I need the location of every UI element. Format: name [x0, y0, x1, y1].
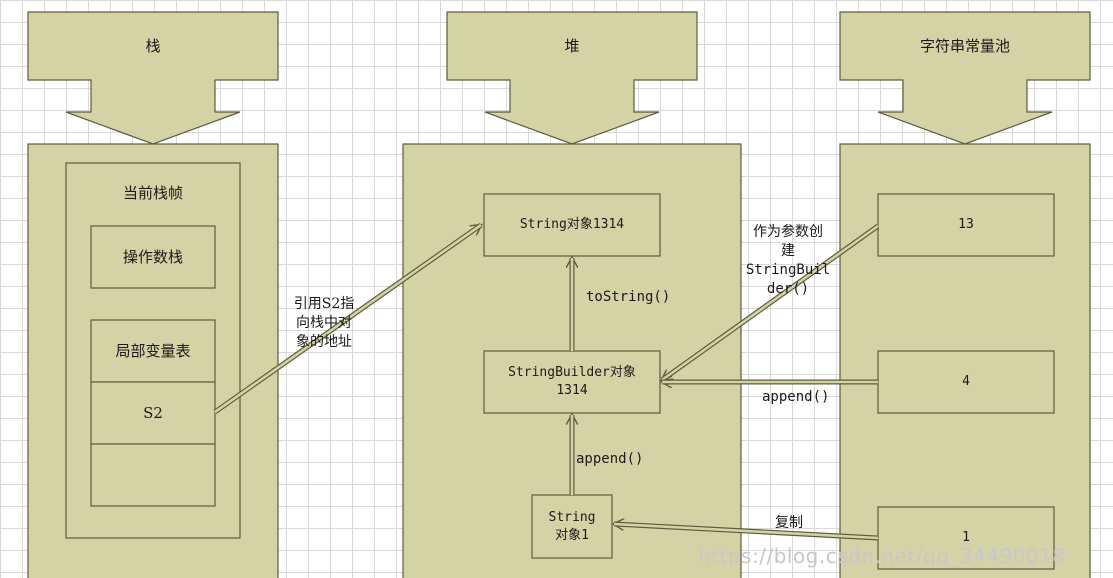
stack-header-arrow — [27, 11, 279, 145]
copy-edge — [614, 524, 879, 541]
tostring-edge-label: toString() — [586, 289, 671, 305]
pool-header-arrow — [839, 11, 1091, 145]
string-object-1314-label: String对象1314 — [519, 217, 625, 232]
copy-edge-label: 复制 — [775, 515, 803, 531]
string-object-1314-box — [483, 193, 661, 257]
const-1-label: 1 — [962, 530, 970, 545]
append-heap-edge-label: append() — [576, 451, 644, 467]
append-pool-edge-label: append() — [762, 389, 830, 405]
const-13-label: 13 — [958, 217, 974, 232]
operand-stack-label: 操作数栈 — [122, 248, 183, 266]
heap-header-arrow — [446, 11, 698, 145]
ref-s2-edge-label: 引用S2指 向栈中对 象的地址 — [293, 296, 355, 350]
stack-header-label: 栈 — [145, 37, 161, 55]
const-4-box — [877, 350, 1055, 414]
stack-frame-title: 当前栈帧 — [122, 184, 183, 202]
stringbuilder-object-box — [483, 350, 661, 414]
ref-s2-edge — [213, 222, 481, 415]
string-object-1-label: String 对象1 — [548, 509, 596, 543]
watermark-text: https://blog.csdn.net/qq_34490018 — [698, 544, 1066, 568]
pool-header-label: 字符串常量池 — [919, 37, 1010, 55]
operand-stack-box — [90, 225, 216, 289]
heap-header-label: 堆 — [564, 37, 580, 55]
local-var-table-box — [90, 319, 216, 383]
local-var-table-label: 局部变量表 — [115, 342, 191, 360]
empty-slot-box — [90, 443, 216, 507]
s2-slot-label: S2 — [143, 404, 163, 422]
create-builder-edge-label: 作为参数创 建 StringBuil der() — [745, 224, 831, 297]
s2-slot-box — [90, 381, 216, 445]
const-13-box — [877, 193, 1055, 257]
create-builder-edge — [662, 223, 880, 383]
stringbuilder-object-label: StringBuilder对象 1314 — [508, 365, 636, 398]
const-4-label: 4 — [962, 374, 970, 389]
